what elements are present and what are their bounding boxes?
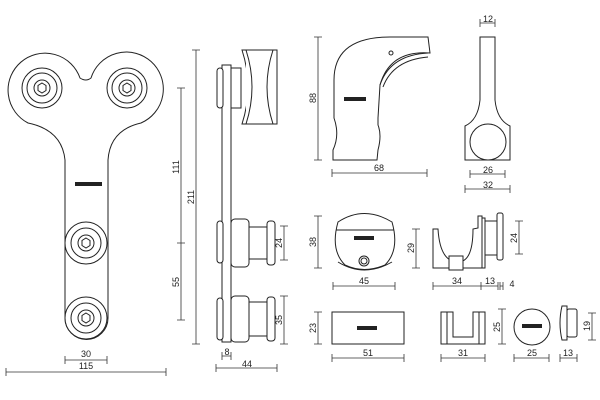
dim-45: 45 (359, 276, 369, 286)
stopper-front-view (464, 36, 511, 161)
dimension-lines-stopper-front (464, 19, 511, 193)
dim-115: 115 (79, 361, 93, 371)
brand-logo (354, 236, 374, 240)
dim-68: 68 (374, 163, 384, 173)
dimension-lines-front (5, 356, 167, 376)
stopper-side-view (332, 36, 431, 161)
dim-8: 8 (224, 347, 229, 357)
dimension-lines-cap-disc (513, 354, 550, 362)
dim-29: 29 (406, 243, 416, 253)
dim-30: 30 (81, 349, 91, 359)
dim-13-spacer: 13 (485, 276, 495, 286)
dim-35: 35 (274, 315, 284, 325)
dim-211: 211 (186, 190, 196, 204)
dimension-lines-stopper (314, 36, 428, 177)
brand-logo (75, 182, 102, 186)
dim-31: 31 (458, 348, 468, 358)
dim-25-u: 25 (492, 322, 502, 332)
wheel-top-right (106, 67, 148, 109)
brand-logo (522, 324, 542, 328)
dim-26: 26 (483, 165, 493, 175)
roller-hanger-front-view (7, 51, 164, 340)
bottom-block (331, 311, 405, 345)
dim-34: 34 (452, 276, 462, 286)
dim-55: 55 (171, 277, 181, 287)
dim-88: 88 (308, 93, 318, 103)
dimension-lines-round-guide (314, 215, 420, 290)
cap-disc (513, 308, 551, 346)
dim-24-clip: 24 (509, 233, 519, 243)
dim-13-roller: 13 (563, 348, 573, 358)
dim-19: 19 (582, 321, 592, 331)
wheel-bottom (64, 296, 108, 340)
dimension-lines-small-roller (559, 312, 596, 362)
dimension-lines-u-guide (440, 308, 506, 362)
brand-logo (344, 97, 366, 101)
wheel-top-left (21, 67, 63, 109)
clip-guide (432, 212, 504, 271)
dimension-lines-bottom-block (314, 311, 405, 362)
dim-38: 38 (308, 237, 318, 247)
u-guide (440, 311, 486, 345)
wheel-middle (64, 221, 108, 265)
dim-32: 32 (483, 180, 493, 190)
roller-hanger-side-view (216, 49, 278, 343)
dim-111: 111 (171, 160, 181, 174)
dimension-lines-side (177, 49, 288, 372)
dim-4: 4 (509, 279, 514, 289)
dimension-lines-clip-guide (432, 220, 523, 290)
dim-25-disc: 25 (527, 348, 537, 358)
brand-logo (357, 326, 377, 330)
dim-12: 12 (483, 14, 493, 24)
round-guide (334, 213, 396, 271)
dim-51: 51 (363, 348, 373, 358)
dim-24: 24 (274, 238, 284, 248)
dim-44: 44 (242, 359, 252, 369)
dim-23: 23 (308, 323, 318, 333)
small-roller (559, 305, 578, 341)
